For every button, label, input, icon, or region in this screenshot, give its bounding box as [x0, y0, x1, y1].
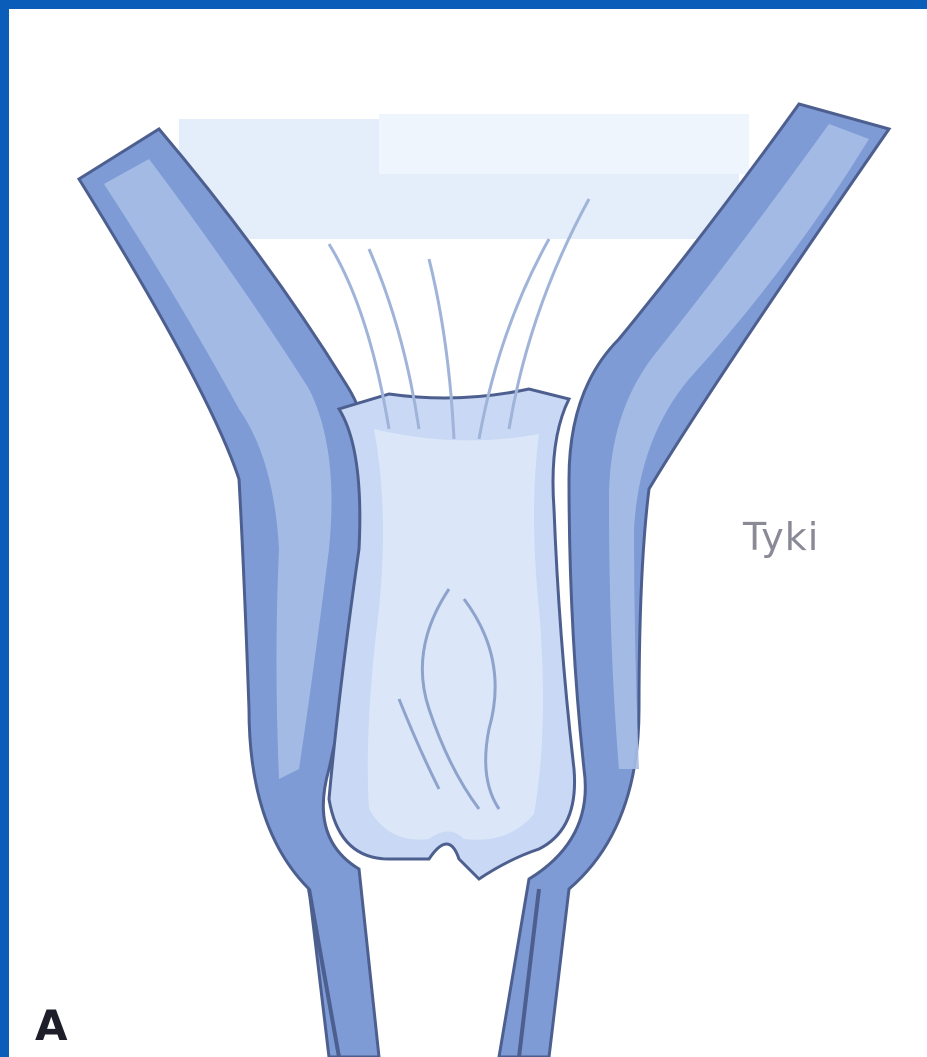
panel-letter: A	[35, 1001, 68, 1050]
lumen	[368, 429, 543, 840]
top-band-highlight	[379, 114, 749, 174]
outer-wall-left	[79, 129, 379, 1057]
diagram-panel: Tyki A	[9, 9, 927, 1057]
callout-label: Tyki	[743, 515, 819, 559]
